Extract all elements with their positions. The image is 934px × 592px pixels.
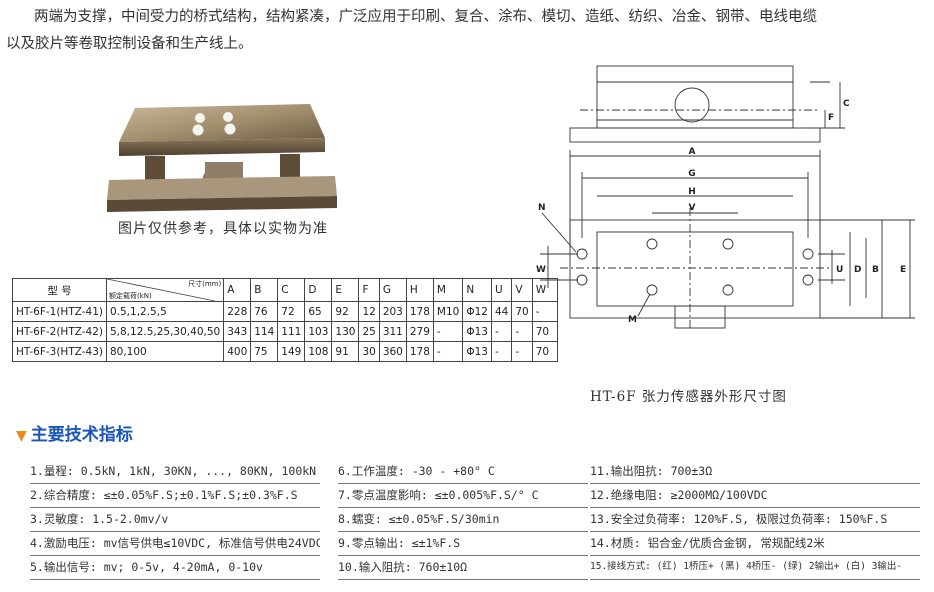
cell: -: [432, 341, 464, 362]
cell: -: [490, 341, 513, 362]
col-E: E: [331, 278, 360, 302]
label-F: F: [828, 113, 834, 123]
cell-load: 80,100: [105, 341, 225, 362]
triangle-icon: ▼: [16, 428, 27, 444]
label-A: A: [689, 147, 696, 157]
cell: -: [490, 321, 513, 342]
intro-line-1: 两端为支撑，中间受力的桥式结构，结构紧凑，广泛应用于印刷、复合、涂布、模切、造纸…: [34, 9, 817, 25]
cell: 108: [304, 341, 333, 362]
cell: 91: [331, 341, 360, 362]
header-load-label: 额定载荷(kN): [108, 292, 152, 300]
cell: Φ13: [462, 321, 492, 342]
label-G: G: [688, 169, 695, 179]
tech-item: 9.零点输出: ≤±1%F.S: [338, 533, 588, 556]
spec-table: 型 号 尺寸(mm) 额定载荷(kN) A B C D E F G H M N …: [12, 278, 558, 362]
tech-item: 10.输入阻抗: 760±10Ω: [338, 557, 588, 580]
header-dim: 尺寸(mm): [188, 280, 222, 288]
cell: Φ12: [462, 301, 492, 322]
cell: 72: [277, 301, 306, 322]
cell: 114: [250, 321, 279, 342]
label-U: U: [836, 265, 843, 275]
cell: 30: [358, 341, 380, 362]
label-N: N: [538, 203, 546, 213]
col-B: B: [250, 278, 279, 302]
diagram-title: HT-6F 张力传感器外形尺寸图: [590, 389, 787, 405]
col-C: C: [277, 278, 306, 302]
intro-text: 两端为支撑，中间受力的桥式结构，结构紧凑，广泛应用于印刷、复合、涂布、模切、造纸…: [6, 4, 926, 58]
cell: M10: [432, 301, 464, 322]
tech-item: 7.零点温度影响: ≤±0.005%F.S/° C: [338, 485, 588, 508]
product-photo: [107, 104, 337, 212]
cell-model: HT-6F-1(HTZ-41): [12, 301, 107, 322]
cell: 203: [378, 301, 407, 322]
table-header-row: 型 号 尺寸(mm) 额定载荷(kN) A B C D E F G H M N …: [12, 278, 558, 302]
cell: 25: [358, 321, 380, 342]
col-A: A: [223, 278, 252, 302]
tech-item: 8.蠕变: ≤±0.05%F.S/30min: [338, 509, 588, 532]
cell: 178: [405, 341, 434, 362]
header-load: 尺寸(mm) 额定载荷(kN): [105, 278, 225, 302]
cell: 65: [304, 301, 333, 322]
tech-item: 5.输出信号: mv; 0-5v, 4-20mA, 0-10v: [30, 557, 320, 580]
cell: 92: [331, 301, 360, 322]
cell: 279: [405, 321, 434, 342]
cell: 44: [490, 301, 513, 322]
table-row: HT-6F-3(HTZ-43) 80,100 400 75 149 108 91…: [12, 341, 558, 362]
cell: Φ13: [462, 341, 492, 362]
cell: 111: [277, 321, 306, 342]
cell: 103: [304, 321, 333, 342]
label-C: C: [843, 99, 850, 109]
intro-line-2: 以及胶片等卷取控制设备和生产线上。: [6, 36, 253, 52]
tech-item: 12.绝缘电阻: ≥2000MΩ/100VDC: [590, 485, 920, 508]
col-M: M: [432, 278, 464, 302]
tech-item: 2.综合精度: ≤±0.05%F.S;±0.1%F.S;±0.3%F.S: [30, 485, 320, 508]
cell: 12: [358, 301, 380, 322]
cell: 228: [223, 301, 252, 322]
table-row: HT-6F-1(HTZ-41) 0.5,1,2.5,5 228 76 72 65…: [12, 301, 558, 322]
section-heading: ▼主要技术指标: [16, 420, 133, 445]
tech-item: 6.工作温度: -30 - +80° C: [338, 461, 588, 484]
cell: -: [511, 341, 533, 362]
label-M: M: [628, 315, 637, 325]
tech-item: 15.接线方式: (红) 1桥压+ (黑) 4桥压- (绿) 2输出+ (白) …: [590, 557, 920, 580]
tech-item: 4.激励电压: mv信号供电≤10VDC, 标准信号供电24VDC: [30, 533, 320, 556]
cell-load: 5,8,12.5,25,30,40,50: [105, 321, 225, 342]
cell: 311: [378, 321, 407, 342]
cell: 178: [405, 301, 434, 322]
label-W: W: [536, 265, 546, 275]
label-H: H: [688, 187, 696, 197]
cell: -: [432, 321, 464, 342]
header-model: 型 号: [12, 278, 107, 302]
cell: 360: [378, 341, 407, 362]
col-U: U: [490, 278, 513, 302]
section-title: 主要技术指标: [30, 425, 133, 445]
cell-model: HT-6F-2(HTZ-42): [12, 321, 107, 342]
tech-item: 3.灵敏度: 1.5-2.0mv/v: [30, 509, 320, 532]
cell: 70: [531, 341, 558, 362]
cell: 75: [250, 341, 279, 362]
tech-item: 11.输出阻抗: 700±3Ω: [590, 461, 920, 484]
col-F: F: [358, 278, 380, 302]
tech-item: 14.材质: 铝合金/优质合金钢, 常规配线2米: [590, 533, 920, 556]
label-V: V: [689, 203, 696, 213]
table-row: HT-6F-2(HTZ-42) 5,8,12.5,25,30,40,50 343…: [12, 321, 558, 342]
dimension-drawing: A G H V N M W U D B E F C: [536, 65, 915, 329]
tech-item: 13.安全过负荷率: 120%F.S, 极限过负荷率: 150%F.S: [590, 509, 920, 532]
col-D: D: [304, 278, 333, 302]
cell: 76: [250, 301, 279, 322]
cell: 343: [223, 321, 252, 342]
col-N: N: [462, 278, 492, 302]
cell: 149: [277, 341, 306, 362]
cell-load: 0.5,1,2.5,5: [105, 301, 225, 322]
label-D: D: [854, 265, 861, 275]
cell: 400: [223, 341, 252, 362]
cell: 130: [331, 321, 360, 342]
col-H: H: [405, 278, 434, 302]
cell-model: HT-6F-3(HTZ-43): [12, 341, 107, 362]
tech-item: 1.量程: 0.5kN, 1kN, 30KN, ..., 80KN, 100kN: [30, 461, 320, 484]
photo-caption: 图片仅供参考，具体以实物为准: [118, 221, 328, 237]
col-G: G: [378, 278, 407, 302]
label-E: E: [900, 265, 906, 275]
label-B: B: [872, 265, 879, 275]
